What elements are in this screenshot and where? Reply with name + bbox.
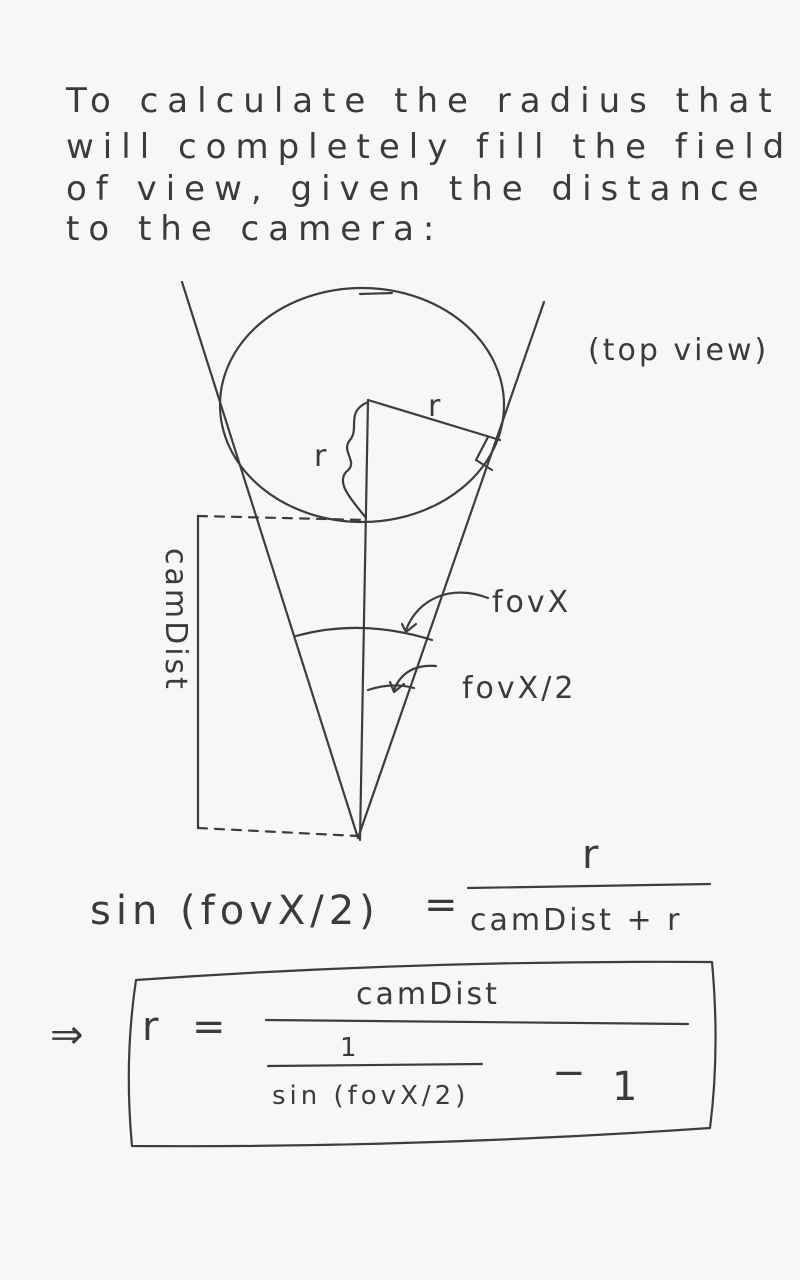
intro-line-2: will completely fill the field — [66, 127, 793, 167]
fov-diagram: (top view) r r camDist fovX fovX/2 — [158, 280, 769, 842]
eq2-main-bar — [264, 1018, 690, 1026]
intro-line-3: of view, given the distance — [66, 169, 768, 209]
radius-brace — [341, 400, 370, 520]
eq2-inner-denominator: sin (fovX/2) — [272, 1081, 469, 1111]
eq2-lhs: r — [142, 1004, 163, 1050]
intro-line-4: to the camera: — [66, 209, 443, 249]
fov-label: fovX — [492, 585, 571, 620]
intro-text: To calculate the radius that will comple… — [65, 81, 793, 249]
view-label: (top view) — [588, 333, 769, 368]
right-angle-mark — [474, 435, 494, 472]
radius-line — [366, 398, 502, 442]
eq2-numerator: camDist — [356, 977, 500, 1012]
fov-arrow — [404, 591, 490, 632]
eq1-lhs: sin (fovX/2) — [90, 888, 380, 934]
half-fov-label: fovX/2 — [462, 671, 576, 706]
dist-top-dash — [196, 514, 368, 522]
fov-arc — [294, 626, 434, 642]
center-axis — [358, 398, 370, 842]
fov-arrow-head — [400, 622, 418, 634]
fov-left-edge — [180, 280, 360, 840]
radius-label-left: r — [314, 439, 329, 474]
equation-1: sin (fovX/2) = r camDist + r — [90, 832, 712, 938]
eq1-denominator: camDist + r — [470, 903, 682, 938]
result-box — [127, 960, 717, 1148]
implies-arrow: ⇒ — [50, 1012, 89, 1058]
eq1-equals: = — [424, 882, 463, 928]
circle-top-mark — [358, 291, 394, 296]
half-fov-arrow-head — [388, 680, 406, 694]
equation-2: ⇒ r = camDist 1 sin (fovX/2) − 1 — [50, 960, 717, 1148]
eq2-equals: = — [192, 1004, 231, 1050]
eq2-inner-bar — [266, 1062, 484, 1068]
eq1-fraction-bar — [466, 882, 712, 890]
eq2-inner-numerator: 1 — [340, 1033, 361, 1063]
dist-label: camDist — [158, 548, 193, 692]
intro-line-1: To calculate the radius that — [65, 81, 781, 121]
eq1-numerator: r — [582, 832, 603, 878]
half-fov-arrow — [392, 664, 438, 692]
fov-right-edge — [356, 300, 546, 840]
radius-label-top: r — [428, 389, 443, 424]
eq2-minus: − — [552, 1050, 591, 1096]
dist-bottom-dash — [196, 826, 360, 838]
eq2-minus-term: 1 — [612, 1064, 642, 1110]
